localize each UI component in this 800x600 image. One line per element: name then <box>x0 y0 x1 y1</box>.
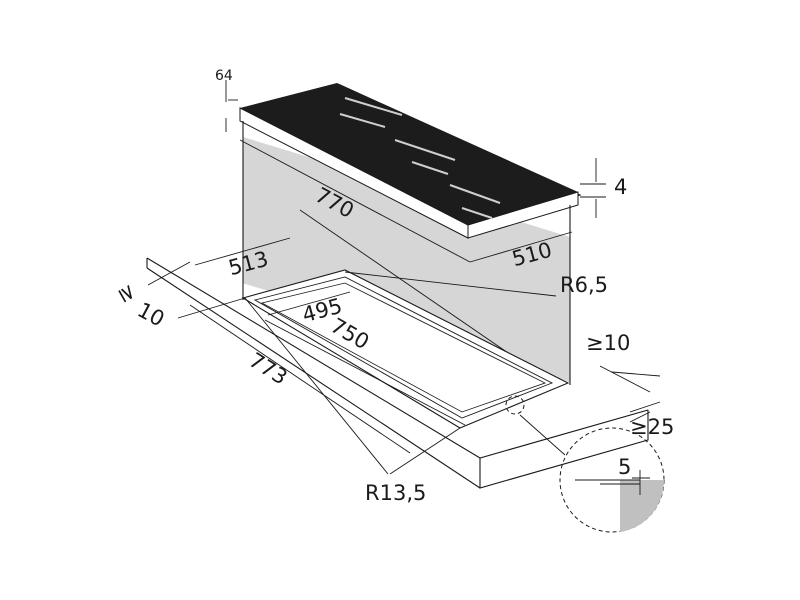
rear-clearance-label: ≥25 <box>630 415 674 439</box>
detail-circle <box>505 395 665 533</box>
dimension-lines <box>147 80 661 475</box>
front-clearance-label: 10 <box>134 298 169 332</box>
hob <box>239 83 582 385</box>
outer-length-label: 773 <box>245 348 292 390</box>
hob-thickness-label: 64 <box>215 68 233 84</box>
front-clearance-symbol: ≥ <box>113 280 143 307</box>
glass-top <box>240 83 578 225</box>
outer-radius-label: R13,5 <box>365 481 426 505</box>
glass-edge-label: 4 <box>614 175 627 199</box>
side-clearance-label: ≥10 <box>586 331 630 355</box>
inner-radius-label: R6,5 <box>560 273 608 297</box>
installation-gap-shading <box>243 137 570 385</box>
recess-depth-label: 5 <box>618 455 631 479</box>
